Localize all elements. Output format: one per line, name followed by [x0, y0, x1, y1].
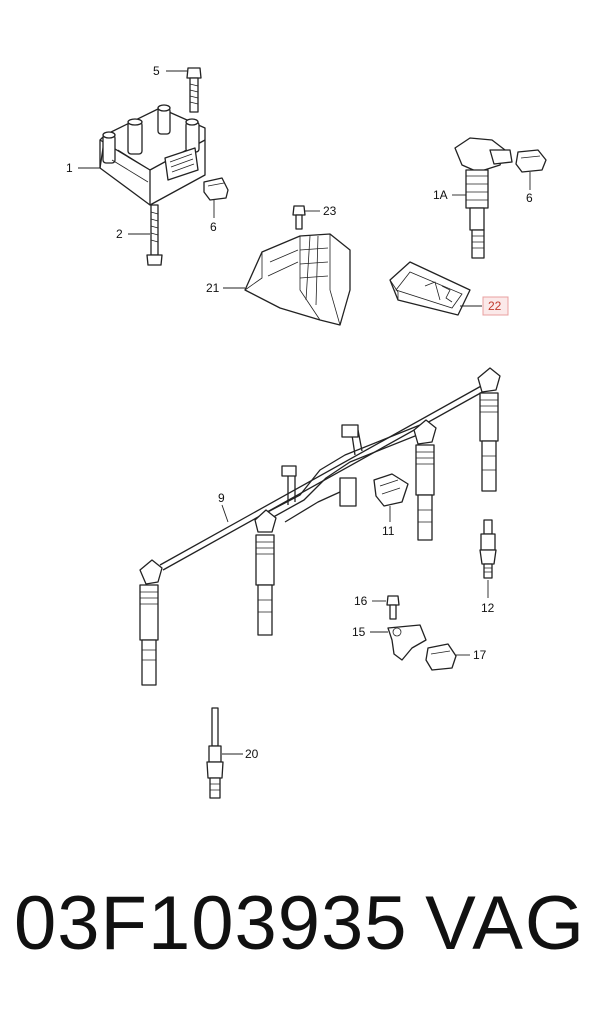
callout-1: 1: [66, 161, 73, 175]
sensor-bolt: [386, 595, 400, 620]
callout-6a: 6: [210, 220, 217, 234]
glow-plug: [206, 707, 224, 799]
callout-5: 5: [153, 64, 160, 78]
callout-20: 20: [245, 747, 259, 761]
wire-clip: [373, 473, 409, 507]
callout-12: 12: [481, 601, 495, 615]
brand-name: VAG: [425, 881, 586, 966]
callout-2: 2: [116, 227, 123, 241]
spark-plug: [479, 519, 497, 579]
coil-bolt: [186, 67, 202, 113]
callout-15: 15: [352, 625, 366, 639]
tsi-emblem: [389, 261, 471, 316]
ignition-coil-pack: [99, 104, 206, 206]
pencil-ignition-coil: [454, 137, 513, 259]
callout-16: 16: [354, 594, 368, 608]
sensor-connector: [425, 643, 457, 671]
ignition-wire-set: [139, 367, 501, 686]
callout-23: 23: [323, 204, 337, 218]
coil-connector: [203, 177, 229, 201]
pencil-coil-connector: [515, 149, 547, 173]
callout-1A: 1A: [433, 188, 448, 202]
callout-11: 11: [382, 524, 395, 538]
callout-21: 21: [206, 281, 220, 295]
callout-22: 22: [488, 299, 502, 313]
callout-22-box: [482, 296, 509, 316]
callout-6b: 6: [526, 191, 533, 205]
knock-sensor: [387, 624, 427, 661]
coil-cover: [244, 233, 351, 326]
cover-bolt: [292, 205, 306, 230]
part-number: 03F103935: [14, 881, 408, 966]
coil-mounting-bolt: [146, 204, 163, 266]
callout-17: 17: [473, 648, 487, 662]
parts-diagram: 1 5 2 6 1A 6 23: [66, 64, 547, 799]
part-number-footer: 03F103935 VAG: [0, 880, 600, 990]
callout-9: 9: [218, 491, 225, 505]
